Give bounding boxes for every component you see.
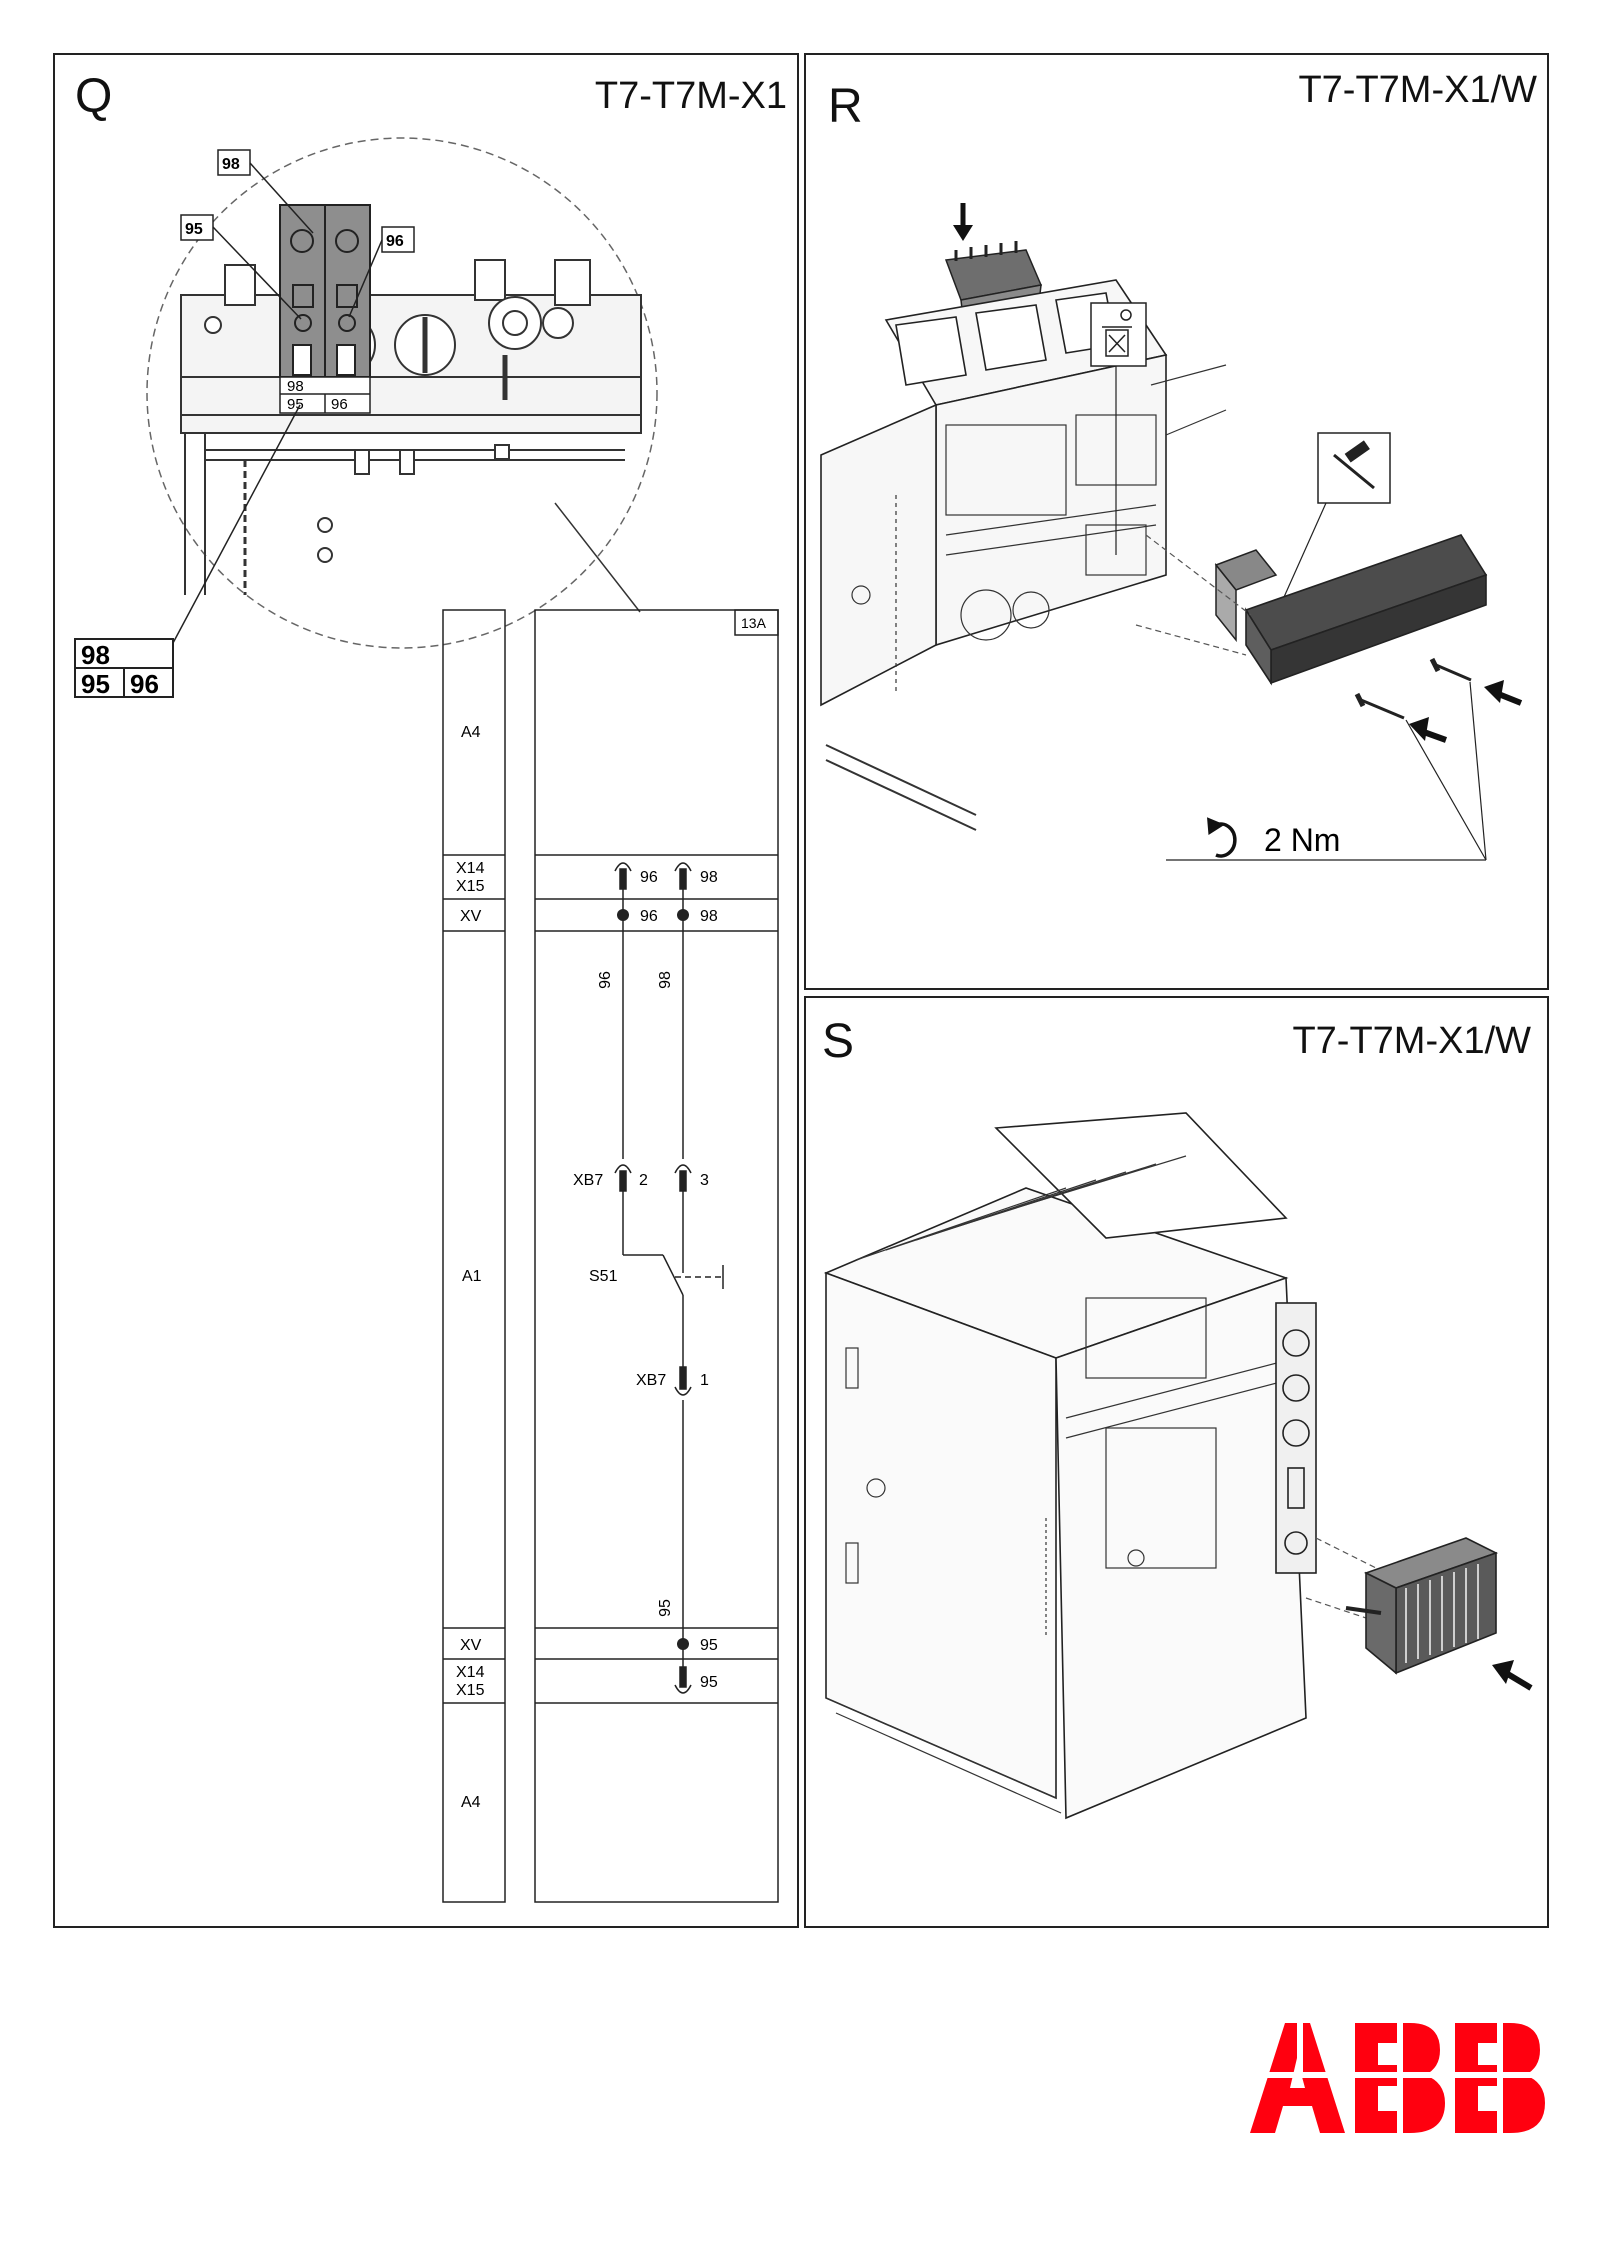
zone-a4-top: A4 [461,724,481,741]
xb7-label-bottom: XB7 [636,1372,666,1389]
callout-98-box [217,149,251,176]
zone-a1: A1 [462,1268,482,1285]
terminal-block-details [290,205,359,377]
row-x15-top: X15 [456,878,485,895]
panel-s-drawing [823,1112,1533,1820]
torque-rotation-icon [1207,817,1237,858]
abb-logo [1250,2018,1550,2138]
row-x15-bottom: X15 [456,1682,485,1699]
plug-98-top [674,862,692,890]
push-arrow-icon-1 [1484,680,1523,706]
panel-q-label: Q [75,70,113,123]
panel-q-drawing: 98 95 96 98 95 96 98 95 96 [74,137,779,1903]
terminal-98-x14: 98 [700,869,718,886]
plug-96-top [614,862,632,890]
terminal-plug [1345,1537,1499,1675]
screw-1 [1429,657,1472,682]
xv-dot-96 [617,909,629,921]
removed-cover [1214,549,1278,643]
panel-r-drawing: 2 Nm [820,203,1523,861]
wire-label-96: 96 [597,971,614,989]
block-label-96: 96 [331,396,348,413]
push-arrow-icon [1492,1660,1533,1691]
panel-s-label: S [822,1015,855,1068]
panel-r-label: R [828,80,863,133]
row-xv-bottom: XV [460,1637,482,1654]
terminal-98-xv: 98 [700,908,718,925]
block-label-95: 95 [287,396,304,413]
panel-q: Q T7-T7M-X1 [53,53,799,1928]
legend-leader [172,404,301,644]
callout-96-box [381,226,415,253]
xb7-label-top: XB7 [573,1172,603,1189]
panel-r-title: T7-T7M-X1/W [1298,69,1537,111]
breaker-detail [180,259,642,595]
detail-leader [554,502,641,613]
callout-95: 95 [185,221,203,238]
callout-98: 98 [222,156,240,173]
plug-pins [1405,1564,1479,1663]
new-cover [1244,534,1488,686]
push-arrow-icon-2 [1409,717,1448,743]
legend-96: 96 [130,669,159,699]
torque-leaders [1166,681,1487,861]
panel-q-title: T7-T7M-X1 [594,75,787,117]
xv-dot-95 [677,1638,689,1650]
xb7-pin-3-label: 3 [700,1172,709,1189]
terminal-95-xv: 95 [700,1637,718,1654]
torque-value: 2 Nm [1264,822,1340,858]
zone-column [442,609,506,1903]
screw-2 [1354,692,1405,720]
row-x14-bottom: X14 [456,1664,485,1681]
detail-circle [146,137,658,649]
xb7-pin-2-label: 2 [639,1172,648,1189]
xb7-pin-1-label: 1 [700,1372,709,1389]
terminal-96-xv: 96 [640,908,658,925]
xv-dot-98 [677,909,689,921]
panel-s-title: T7-T7M-X1/W [1292,1020,1531,1062]
fixed-part-frame [823,1112,1307,1820]
wire-label-95: 95 [657,1599,674,1617]
row-x14-top: X14 [456,860,485,877]
terminal-95-x14: 95 [700,1674,718,1691]
front-terminals [1275,1302,1317,1574]
frame-details [825,1155,1297,1814]
circuit-frame [534,609,779,1903]
panel-s: S T7-T7M-X1/W [804,996,1549,1928]
switch-s51: S51 [589,1268,618,1285]
xb7-pin-3 [674,1164,692,1192]
circuit-wires [622,887,724,1681]
xb7-pin-1 [674,1366,692,1396]
block-label-top: 98 [287,378,304,395]
wire-label-98: 98 [657,971,674,989]
hammer-icon [1317,432,1391,504]
legend-95: 95 [81,669,110,699]
legend-98: 98 [81,640,110,670]
zone-a4-bottom: A4 [461,1794,481,1811]
xb7-pin-2 [614,1164,632,1192]
panel-r: R T7-T7M-X1/W [804,53,1549,990]
callout-96: 96 [386,233,404,250]
sheet-ref: 13A [741,615,767,631]
trash-bin-icon [1090,302,1147,367]
row-xv-top: XV [460,908,482,925]
terminal-96-x14: 96 [640,869,658,886]
plug-95-bottom [674,1666,692,1694]
insert-arrow-down-icon [953,203,973,241]
